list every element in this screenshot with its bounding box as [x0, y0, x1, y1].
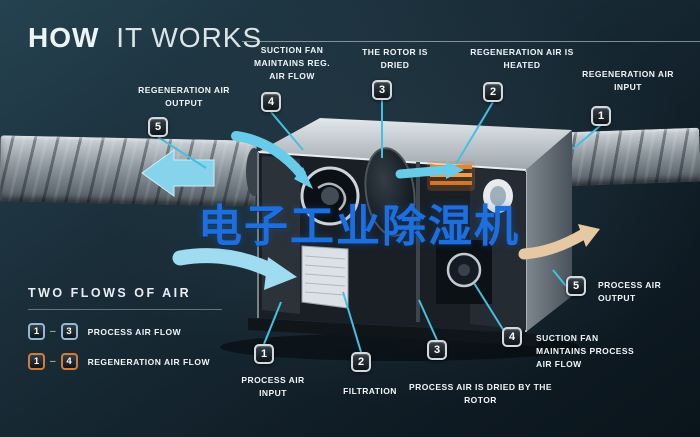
rotor-to-heater-arrow: [395, 165, 451, 179]
legend-badge-end: 4: [60, 353, 78, 370]
legend-two-flows: TWO FLOWS OF AIR 1 – 3 PROCESS AIR FLOW …: [28, 286, 222, 370]
regen-inlet-opening: [483, 179, 513, 213]
filter-panel: [301, 245, 349, 309]
callout-badge-3-bottom: 3: [427, 340, 447, 360]
regen-inflow-arrow: [231, 131, 306, 179]
badge-number: 2: [357, 356, 365, 368]
legend-title: TWO FLOWS OF AIR: [28, 286, 192, 300]
callout-badge-5-top: 5: [148, 117, 168, 137]
badge-number: 3: [378, 84, 386, 96]
callout-label-filtration: FILTRATION: [343, 386, 397, 396]
legend-row-process-air: 1 – 3 PROCESS AIR FLOW: [28, 323, 222, 340]
badge-number: 4: [267, 96, 275, 108]
callout-label-regen-air-heated: REGENERATION AIR IS HEATED: [470, 47, 574, 70]
badge-number: 1: [597, 110, 605, 122]
callout-label-regeneration-air-output: REGENERATION AIR OUTPUT: [138, 85, 230, 108]
legend-badge-start: 1: [28, 353, 45, 370]
callout-label-process-air-dried: PROCESS AIR IS DRIED BY THE ROTOR: [409, 382, 552, 405]
legend-row-regeneration-air: 1 – 4 REGENERATION AIR FLOW: [28, 353, 222, 370]
legend-dash: –: [50, 326, 56, 337]
callout-badge-2-top: 2: [483, 82, 503, 102]
callout-badge-1-top: 1: [591, 106, 611, 126]
callout-label-process-air-output: PROCESS AIR OUTPUT: [598, 280, 662, 303]
badge-number: 5: [154, 121, 162, 133]
callout-label-suction-fan-process: SUCTION FAN MAINTAINS PROCESS AIR FLOW: [536, 333, 635, 369]
legend-badge-end: 3: [60, 323, 78, 340]
badge-number: 3: [433, 344, 441, 356]
callout-badge-4-bottom: 4: [502, 327, 522, 347]
legend-label-process-air-flow: PROCESS AIR FLOW: [87, 326, 182, 337]
badge-number: 4: [508, 331, 516, 343]
process-inflow-arrow: [172, 248, 278, 278]
legend-label-regeneration-air-flow: REGENERATION AIR FLOW: [87, 356, 210, 367]
callout-badge-5-bottom: 5: [566, 276, 586, 296]
badge-number: 2: [489, 86, 497, 98]
callout-label-regen-air-input: REGENERATION AIR INPUT: [582, 69, 674, 92]
callout-label-rotor-dried: THE ROTOR IS DRIED: [362, 47, 428, 70]
legend-rule: [28, 309, 222, 310]
title-it-works: IT WORKS: [116, 22, 263, 53]
callout-badge-3-top: 3: [372, 80, 392, 100]
badge-number: 1: [260, 348, 268, 360]
process-output-arrow: [518, 229, 588, 260]
process-fan-icon: [436, 240, 492, 304]
title-rule: [242, 41, 700, 42]
callout-label-process-air-input: PROCESS AIR INPUT: [241, 375, 305, 398]
legend-badge-start: 1: [28, 323, 45, 340]
callout-label-suction-fan-reg: SUCTION FAN MAINTAINS REG. AIR FLOW: [253, 45, 331, 81]
badge-number: 5: [572, 280, 580, 292]
callout-badge-1-bottom: 1: [254, 344, 274, 364]
callout-badge-4-top: 4: [261, 92, 281, 112]
page-title: HOW IT WORKS: [28, 22, 262, 54]
title-how: HOW: [28, 22, 100, 53]
callout-leader-lines: [157, 100, 602, 353]
regeneration-fan-icon: [300, 166, 360, 226]
watermark-text: 电子工业除湿机: [198, 201, 520, 252]
callout-badge-2-bottom: 2: [351, 352, 371, 372]
legend-dash: –: [50, 356, 56, 367]
